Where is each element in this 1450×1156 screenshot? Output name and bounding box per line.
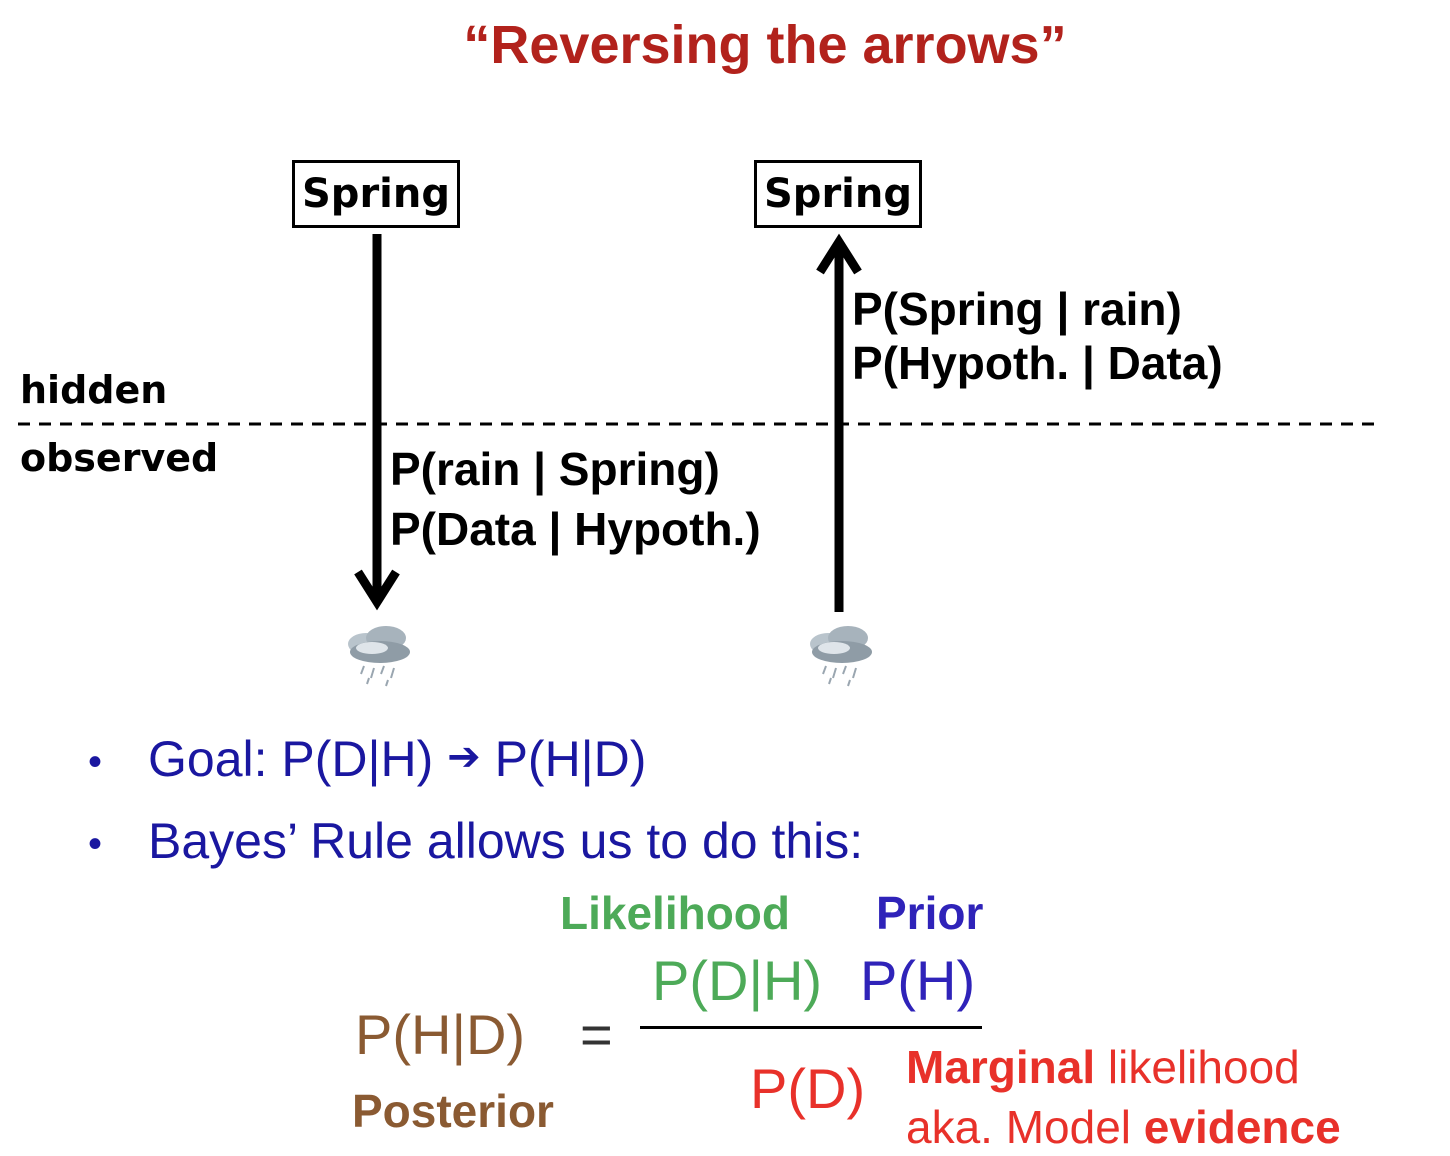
up-label-2: P(Hypoth. | Data): [852, 337, 1223, 389]
down-label-1: P(rain | Spring): [390, 443, 720, 495]
down-label-2: P(Data | Hypoth.): [390, 503, 761, 555]
goal-arrow-icon: ➔: [447, 734, 481, 780]
bullet-dot: •: [88, 740, 103, 784]
node-spring-right: Spring: [754, 160, 922, 228]
marginal-line: Marginal likelihood: [906, 1040, 1300, 1094]
bullet-goal: Goal: P(D|H) ➔ P(H|D): [148, 730, 646, 788]
up-arrow-head: [816, 233, 862, 275]
evidence-line: aka. Model evidence: [906, 1100, 1341, 1154]
bullet-dot: •: [88, 822, 103, 866]
equals-sign: =: [580, 1003, 613, 1066]
numerator-prior: P(H): [860, 949, 976, 1012]
numerator-likelihood: P(D|H): [652, 949, 823, 1012]
evidence-bold: evidence: [1143, 1101, 1341, 1153]
goal-suffix: P(H|D): [480, 731, 647, 787]
aka-text: aka. Model: [906, 1101, 1144, 1153]
marginal-rest: likelihood: [1095, 1041, 1300, 1093]
bullet-bayes: Bayes’ Rule allows us to do this:: [148, 813, 864, 869]
likelihood-label: Likelihood: [560, 887, 790, 939]
hidden-label: hidden: [20, 368, 168, 412]
fraction-bar: [640, 1026, 982, 1029]
slide-title: “Reversing the arrows”: [463, 15, 1067, 75]
rain-cloud-icon: [810, 626, 872, 687]
denominator: P(D): [750, 1057, 866, 1120]
goal-prefix: Goal: P(D|H): [148, 731, 448, 787]
lhs-posterior: P(H|D): [355, 1003, 526, 1066]
marginal-bold: Marginal: [906, 1041, 1096, 1093]
prior-label: Prior: [876, 887, 984, 939]
observed-label: observed: [20, 436, 219, 480]
posterior-label: Posterior: [352, 1085, 554, 1137]
up-label-1: P(Spring | rain): [852, 283, 1182, 335]
down-arrow-head: [354, 569, 400, 611]
node-spring-left: Spring: [292, 160, 460, 228]
rain-cloud-icon: [348, 626, 410, 687]
